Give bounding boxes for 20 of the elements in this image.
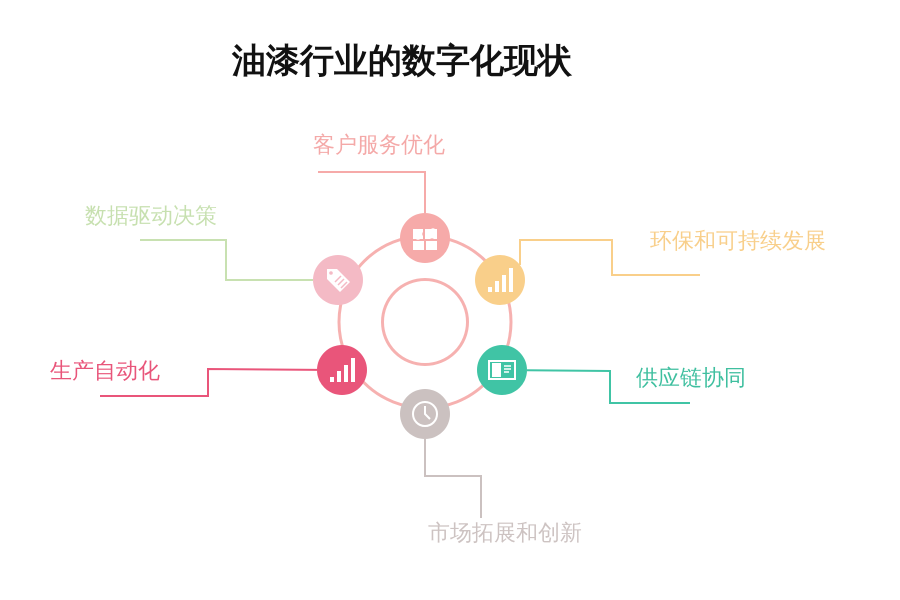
item-label: 客户服务优化 <box>313 133 445 159</box>
leader-line <box>100 368 317 397</box>
item-label: 数据驱动决策 <box>85 204 217 230</box>
title: 油漆行业的数字化现状 <box>232 40 572 83</box>
item-label: 环保和可持续发展 <box>650 229 826 255</box>
center-circle <box>381 278 469 366</box>
icon-circle <box>400 213 450 263</box>
icon-circle <box>475 255 525 305</box>
icon-circle <box>400 389 450 439</box>
icon-circle <box>317 345 367 395</box>
icon-circle <box>313 255 363 305</box>
item-label: 供应链协同 <box>636 366 746 392</box>
leader-line <box>519 239 700 276</box>
item-label: 市场拓展和创新 <box>428 521 582 547</box>
icon-circle <box>477 345 527 395</box>
leader-line <box>527 369 690 404</box>
leader-line <box>318 171 426 213</box>
leader-line <box>140 239 313 281</box>
item-label: 生产自动化 <box>50 359 160 385</box>
leader-line <box>424 439 482 518</box>
